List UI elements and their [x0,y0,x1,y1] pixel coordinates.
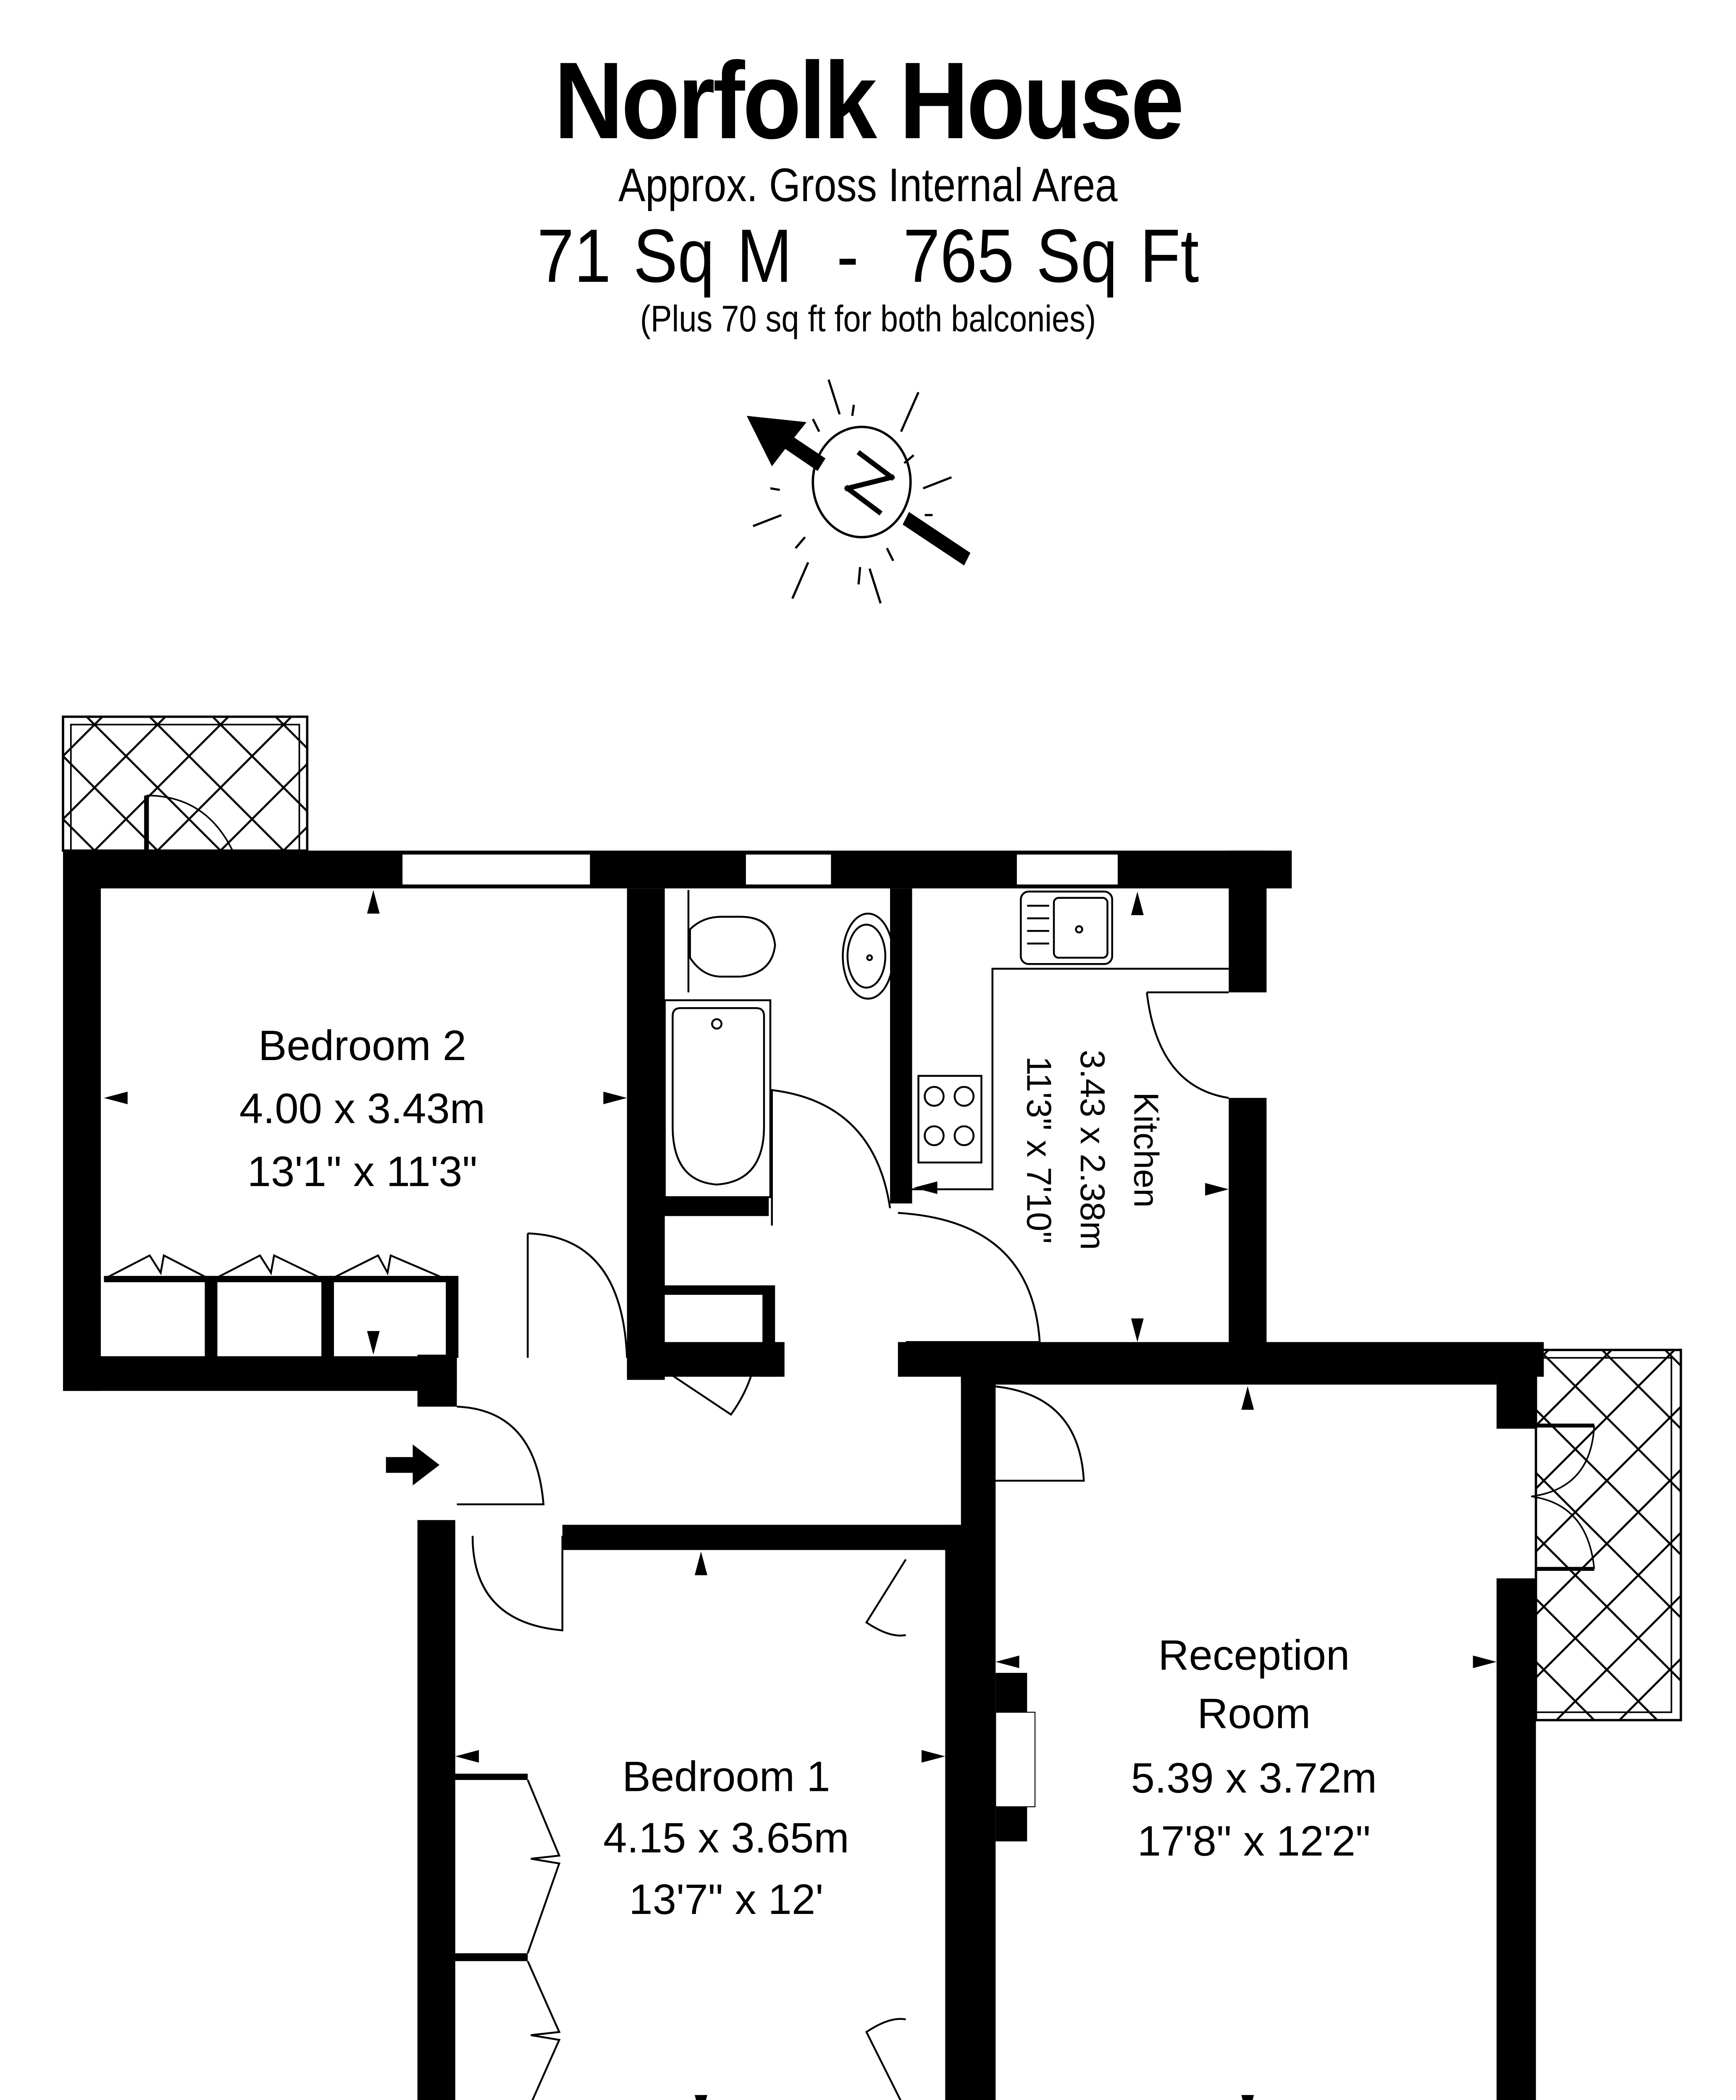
north-compass-icon [746,379,971,604]
doors [103,991,1229,2100]
balcony-reception [1531,1349,1682,1722]
hob-icon [917,1075,982,1164]
room-bedroom-2: Bedroom 2 4.00 x 3.43m 13'1" x 11'3" [239,1022,485,1195]
area-value: 71 Sq M - 765 Sq Ft [537,214,1199,298]
svg-text:4.00 x 3.43m: 4.00 x 3.43m [239,1085,485,1132]
dimension-markers [104,890,1497,2100]
sink-icon [1020,890,1114,965]
page-title: Norfolk House [554,40,1184,162]
area-subtitle: Approx. Gross Internal Area [618,159,1118,211]
room-reception: Reception Room 5.39 x 3.72m 17'8" x 12'2… [1131,1632,1377,1865]
svg-text:Reception: Reception [1158,1632,1350,1679]
room-kitchen: Kitchen 3.43 x 2.38m 11'3" x 7'10" [1019,1050,1165,1250]
basin-icon [842,913,894,1000]
svg-text:Bedroom 2: Bedroom 2 [258,1022,466,1069]
svg-text:11'3" x 7'10": 11'3" x 7'10" [1019,1056,1058,1244]
svg-text:Bedroom 1: Bedroom 1 [622,1753,830,1800]
windows [401,853,1119,886]
balcony-bedroom-2 [62,715,309,882]
room-bedroom-1: Bedroom 1 4.15 x 3.65m 13'7" x 12' [603,1753,849,1923]
balcony-note: (Plus 70 sq ft for both balconies) [640,298,1096,339]
toilet-icon [687,890,776,992]
entrance-arrow-icon [386,1444,440,1486]
svg-text:4.15 x 3.65m: 4.15 x 3.65m [603,1814,849,1862]
svg-text:13'7" x 12': 13'7" x 12' [629,1876,823,1923]
svg-text:5.39 x 3.72m: 5.39 x 3.72m [1131,1754,1377,1802]
svg-text:13'1" x 11'3": 13'1" x 11'3" [247,1148,478,1195]
svg-text:17'8" x 12'2": 17'8" x 12'2" [1137,1817,1371,1865]
bathtub-icon [664,999,772,1198]
svg-text:Kitchen: Kitchen [1127,1092,1165,1208]
svg-text:3.43 x 2.38m: 3.43 x 2.38m [1073,1050,1112,1250]
svg-text:Room: Room [1197,1690,1311,1737]
